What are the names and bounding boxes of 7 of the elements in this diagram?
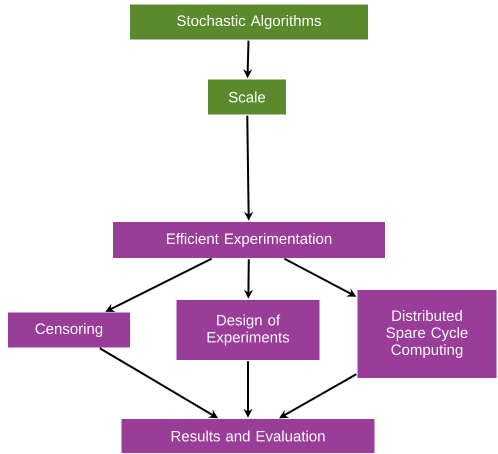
process-box: Efficient Experimentation — [113, 222, 385, 258]
process-box: Distributed Spare Cycle Computing — [358, 290, 496, 378]
process-box: Design of Experiments — [176, 300, 320, 360]
process-box: Censoring — [8, 312, 130, 348]
process-box: Scale — [208, 80, 286, 114]
process-box: Stochastic Algorithms — [130, 4, 368, 40]
process-box: Results and Evaluation — [122, 419, 374, 453]
